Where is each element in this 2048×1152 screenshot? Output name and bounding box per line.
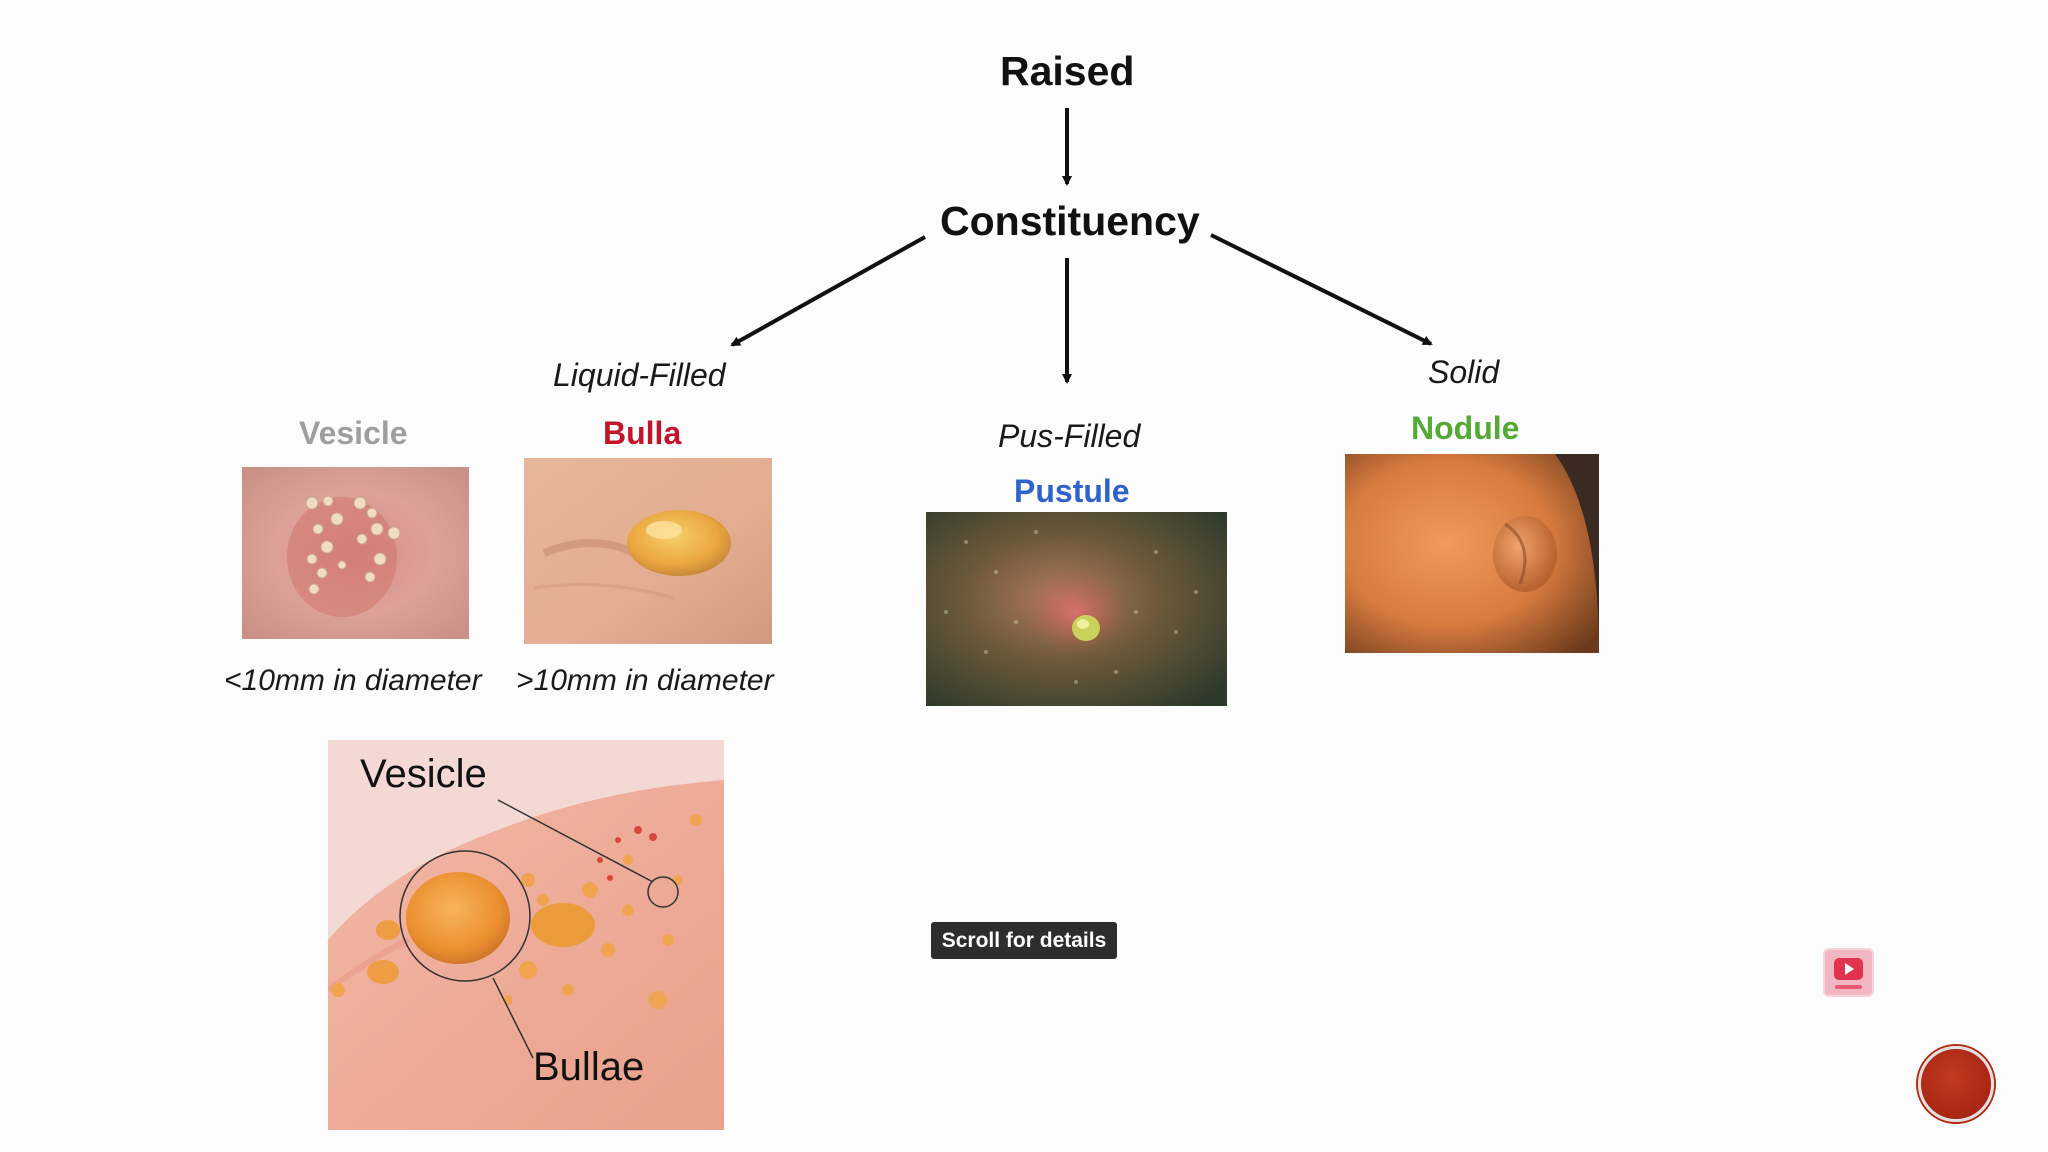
liquid-filled-label: Liquid-Filled [553,357,726,393]
scroll-for-details-tooltip[interactable]: Scroll for details [931,922,1117,959]
vesicle-label: Vesicle [299,415,408,451]
bulla-size-caption: >10mm in diameter [516,664,774,697]
red-circle-button-icon[interactable] [1918,1046,1994,1122]
bulla-photo [524,458,772,644]
pustule-label: Pustule [1014,473,1130,509]
vesicle-size-caption: <10mm in diameter [224,664,482,697]
example-bullae-label: Bullae [533,1045,645,1089]
nodule-photo [1345,454,1599,653]
youtube-subscribe-icon[interactable] [1823,948,1874,997]
arrow-to-liquid-filled [730,235,926,347]
bulla-label: Bulla [603,415,682,451]
play-icon [1834,958,1863,989]
solid-label: Solid [1428,354,1500,390]
vesicle-photo [242,467,469,639]
arrow-to-solid [1210,233,1433,346]
example-vesicle-label: Vesicle [360,752,487,796]
raised-title: Raised [1000,48,1135,94]
nodule-label: Nodule [1411,410,1520,446]
pustule-photo [926,512,1227,706]
pus-filled-label: Pus-Filled [998,418,1141,454]
constituency-title: Constituency [940,198,1200,244]
vesicle-bullae-example-photo: Vesicle Bullae [328,740,724,1130]
